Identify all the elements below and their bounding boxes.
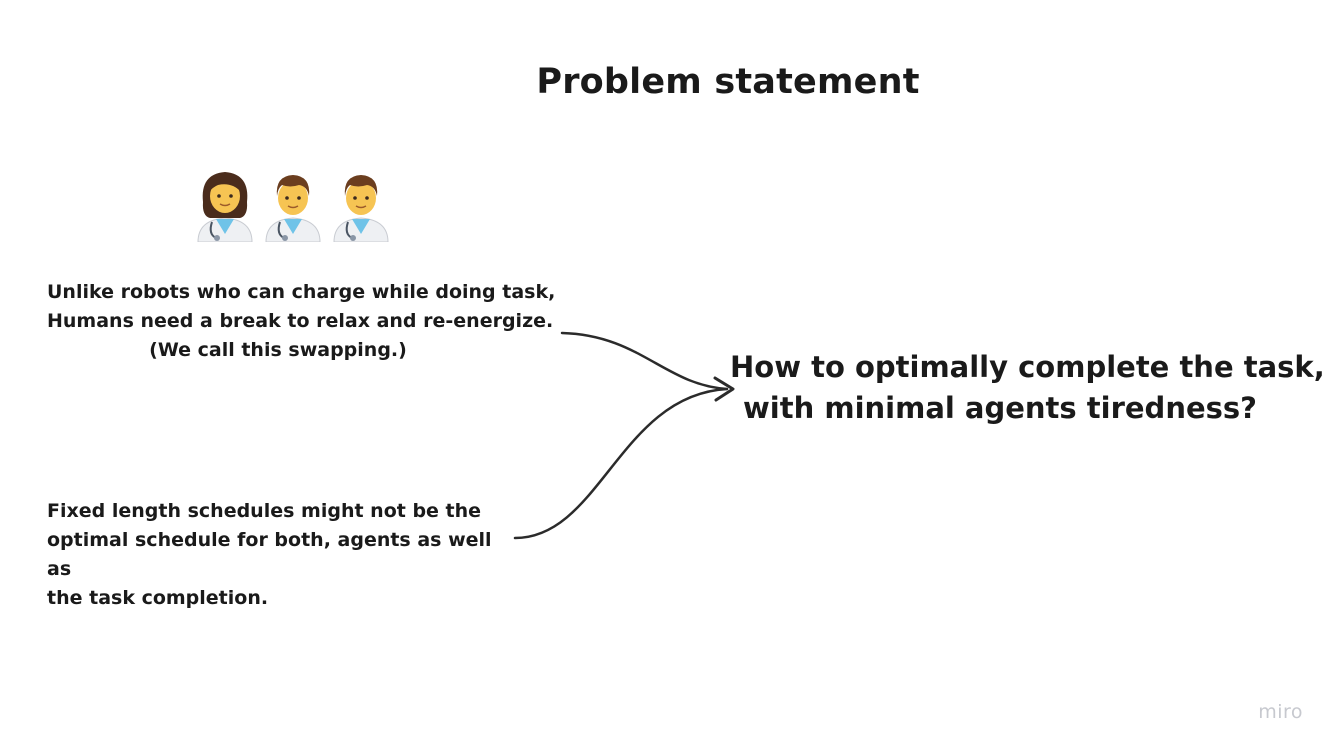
question-line: with minimal agents tiredness? bbox=[743, 391, 1257, 425]
swapping-note-line: (We call this swapping.) bbox=[149, 339, 407, 361]
question-line: How to optimally complete the task, bbox=[730, 350, 1325, 384]
miro-watermark: miro bbox=[1258, 701, 1303, 723]
page-title: Problem statement bbox=[536, 62, 920, 102]
male-health-worker-icon bbox=[333, 175, 389, 242]
swapping-note-line: Unlike robots who can charge while doing… bbox=[47, 281, 556, 303]
question-text[interactable]: How to optimally complete the task, with… bbox=[730, 347, 1325, 429]
connector-schedules-to-question[interactable] bbox=[513, 387, 729, 540]
schedules-note-line: Fixed length schedules might not be the bbox=[47, 500, 482, 522]
swapping-note-line: Humans need a break to relax and re-ener… bbox=[47, 310, 554, 332]
connector-swapping-to-question[interactable] bbox=[560, 331, 729, 391]
female-health-worker-icon bbox=[197, 172, 253, 242]
schedules-note-line: the task completion. bbox=[47, 587, 269, 609]
swapping-note[interactable]: Unlike robots who can charge while doing… bbox=[47, 278, 556, 365]
male-health-worker-icon bbox=[265, 175, 321, 242]
schedules-note-line: optimal schedule for both, agents as wel… bbox=[47, 529, 492, 580]
health-workers-group bbox=[194, 168, 392, 242]
schedules-note[interactable]: Fixed length schedules might not be the … bbox=[47, 497, 507, 613]
